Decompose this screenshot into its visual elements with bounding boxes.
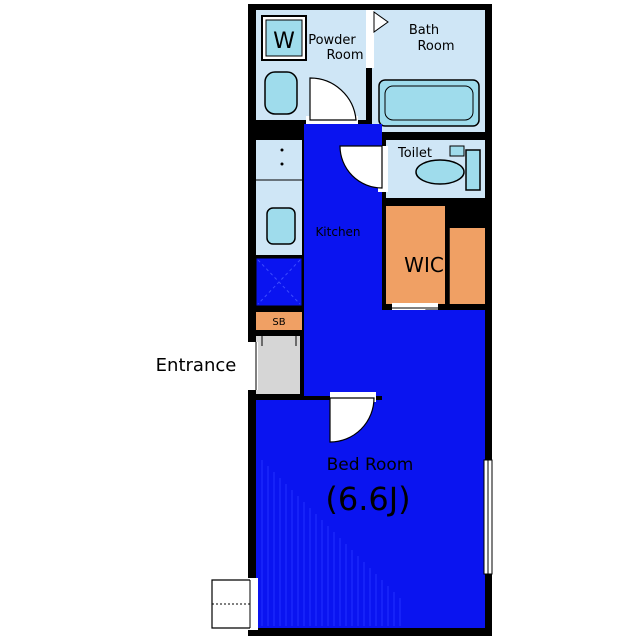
toilet-bowl — [415, 159, 465, 185]
kitchen-label: Kitchen — [315, 225, 360, 239]
powder-room-label-1: Powder — [308, 33, 356, 48]
powder-door-swing — [309, 77, 357, 121]
entrance-cabinet-door — [261, 336, 297, 346]
bath-room-label-2: Room — [417, 39, 454, 54]
bath-door-gap — [366, 10, 374, 68]
sb-label: SB — [272, 317, 285, 328]
kitchen-sink — [266, 207, 296, 245]
bathtub-inner — [384, 85, 474, 121]
bath-door-flap — [373, 11, 389, 33]
washer-inner — [265, 19, 303, 57]
bed-room-size-label: (6.6J) — [325, 480, 410, 518]
washer-label: W — [273, 29, 295, 54]
wic-door-gap — [392, 303, 438, 311]
wic-label: WIC — [404, 253, 444, 277]
entrance-door-gap — [244, 342, 258, 390]
toilet-label: Toilet — [397, 146, 432, 161]
toilet-door-swing — [339, 145, 383, 189]
fridge-cross-2 — [257, 259, 301, 305]
stove-burner-1 — [280, 148, 284, 152]
bath-room-label-1: Bath — [409, 23, 439, 38]
corridor-to-bedroom — [382, 310, 485, 400]
toilet-door-gap — [378, 146, 388, 192]
bedroom-door-swing — [329, 397, 375, 443]
entrance-area — [256, 336, 300, 394]
stove-burner-2 — [280, 162, 284, 166]
shoe-box — [256, 312, 302, 330]
bed-room-label: Bed Room — [327, 455, 414, 475]
wic-area — [386, 206, 445, 304]
washbasin — [264, 71, 298, 115]
powder-room-label-2: Room — [326, 48, 363, 63]
wic-area-right — [449, 228, 485, 304]
entrance-label: Entrance — [156, 355, 237, 376]
toilet-paper — [449, 145, 465, 157]
bedroom-door-gap — [330, 392, 376, 402]
floor-hatch — [261, 460, 401, 626]
toilet-tank — [465, 149, 481, 191]
